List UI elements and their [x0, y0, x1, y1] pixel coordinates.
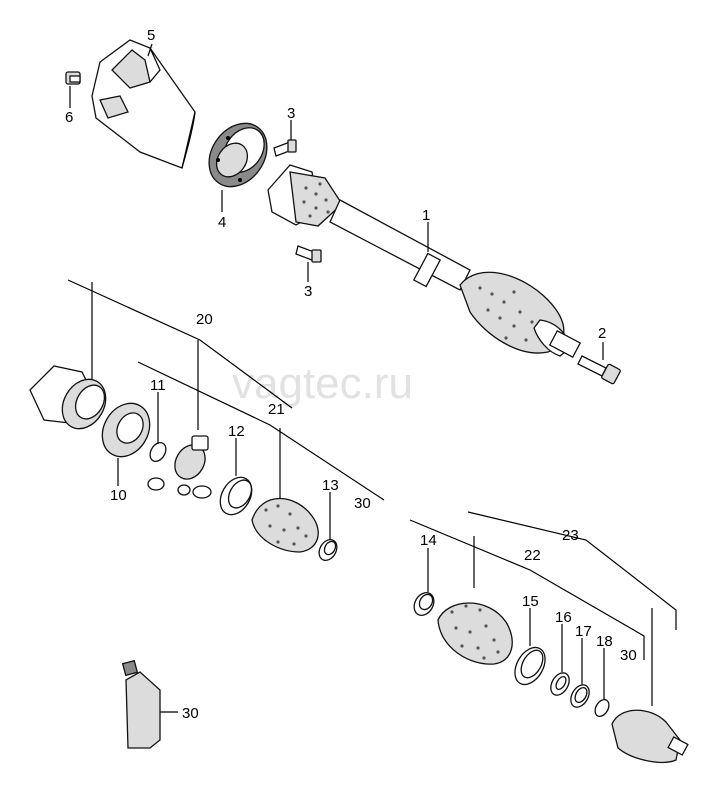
- callout-3-upper: 3: [287, 105, 295, 122]
- part-10-ball-cage[interactable]: [93, 395, 159, 465]
- callout-10: 10: [110, 487, 127, 504]
- part-5-heat-shield[interactable]: [91, 39, 196, 169]
- part-15-clamp[interactable]: [509, 642, 552, 690]
- watermark: vagtec.ru: [232, 359, 413, 408]
- callout-3-lower: 3: [304, 283, 312, 300]
- part-16-ring[interactable]: [547, 670, 573, 699]
- callout-15: 15: [522, 593, 539, 610]
- part-boot-outer[interactable]: [437, 602, 513, 665]
- callout-30-right: 30: [620, 647, 637, 664]
- part-11-circlip[interactable]: [147, 440, 169, 464]
- callout-17: 17: [575, 623, 592, 640]
- callout-2: 2: [598, 325, 606, 342]
- callout-16: 16: [555, 609, 572, 626]
- part-17-washer[interactable]: [567, 682, 593, 711]
- callout-30-mid: 30: [354, 495, 371, 512]
- part-1-drive-shaft[interactable]: [267, 164, 582, 359]
- callout-4: 4: [218, 214, 226, 231]
- part-joint-housing[interactable]: [29, 365, 114, 437]
- part-2-bolt[interactable]: [577, 355, 621, 385]
- callout-18: 18: [596, 633, 613, 650]
- callout-labels: 5 6 3 4 1 3 2 20 11 21 12 10 13 30 23 14…: [65, 27, 637, 722]
- part-boot-inner[interactable]: [251, 497, 319, 553]
- callout-21: 21: [268, 401, 285, 418]
- part-3-bolt-lower[interactable]: [295, 245, 322, 263]
- callout-5: 5: [147, 27, 155, 44]
- callout-14: 14: [420, 532, 437, 549]
- part-outer-cv-joint[interactable]: [611, 709, 689, 763]
- part-30-grease-tube[interactable]: [121, 659, 161, 749]
- part-14-clamp[interactable]: [410, 589, 438, 619]
- callout-20: 20: [196, 311, 213, 328]
- part-tripod-spider[interactable]: [147, 435, 212, 499]
- callout-23: 23: [562, 527, 579, 544]
- part-6-plug[interactable]: [65, 71, 81, 85]
- part-3-bolt-upper[interactable]: [273, 139, 297, 157]
- callout-13: 13: [322, 477, 339, 494]
- part-4-flange-ring[interactable]: [197, 112, 279, 198]
- callout-6: 6: [65, 109, 73, 126]
- callout-1: 1: [422, 207, 430, 224]
- part-12-clamp[interactable]: [214, 472, 258, 521]
- callout-11: 11: [150, 377, 166, 394]
- part-18-circlip[interactable]: [592, 697, 611, 719]
- callout-22: 22: [524, 547, 541, 564]
- part-13-small-clamp[interactable]: [316, 536, 341, 563]
- callout-12: 12: [228, 423, 245, 440]
- callout-30-tube: 30: [182, 705, 199, 722]
- leader-lines: [69, 43, 605, 713]
